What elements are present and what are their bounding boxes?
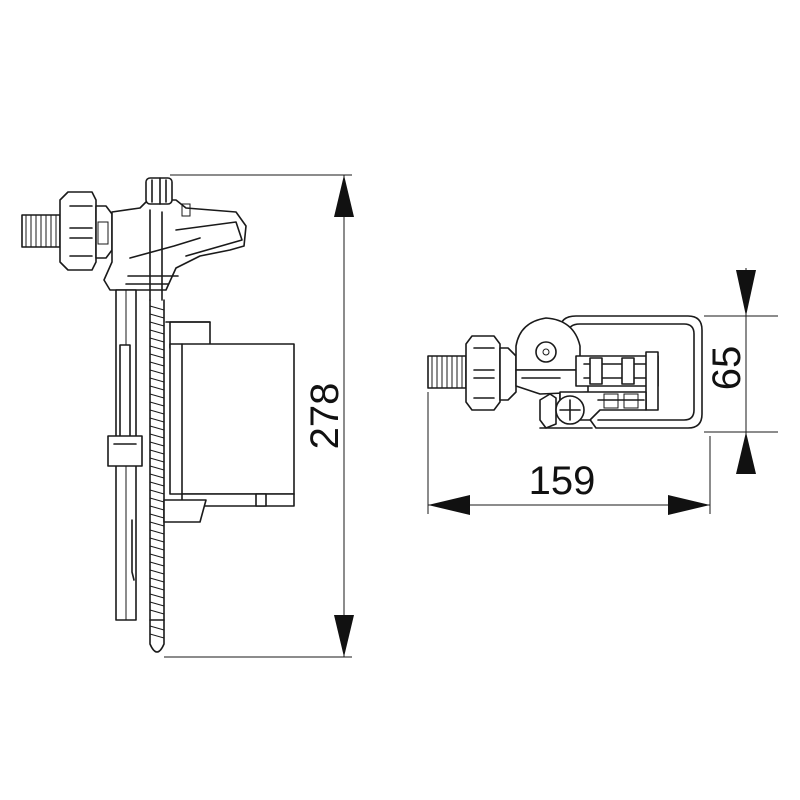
height-arrow-bottom: [334, 615, 354, 657]
depth-arrow-top: [736, 270, 756, 316]
width-arrow-left: [428, 495, 470, 515]
depth-dimension-label: 65: [705, 346, 749, 391]
width-dimension-label: 159: [529, 459, 596, 503]
side-view-valve: [21, 177, 295, 653]
height-dimension-label: 278: [303, 383, 347, 450]
side-float-cup: [163, 321, 295, 523]
side-inlet-thread: [21, 214, 61, 248]
top-view-valve: [427, 315, 703, 429]
width-arrow-right: [668, 495, 710, 515]
side-valve-head: [103, 177, 247, 301]
top-inlet-thread: [427, 355, 467, 389]
depth-arrow-bottom: [736, 432, 756, 474]
side-adjustment-spring: [149, 299, 165, 653]
height-dimension: 278: [164, 174, 354, 658]
width-dimension: 159: [427, 392, 711, 515]
side-inlet-nut: [59, 191, 113, 271]
height-arrow-top: [334, 175, 354, 217]
depth-dimension: 65: [704, 268, 778, 474]
side-riser-tube: [107, 289, 143, 621]
top-inlet-nut: [465, 335, 517, 411]
top-adjustment-screw: [539, 393, 593, 429]
